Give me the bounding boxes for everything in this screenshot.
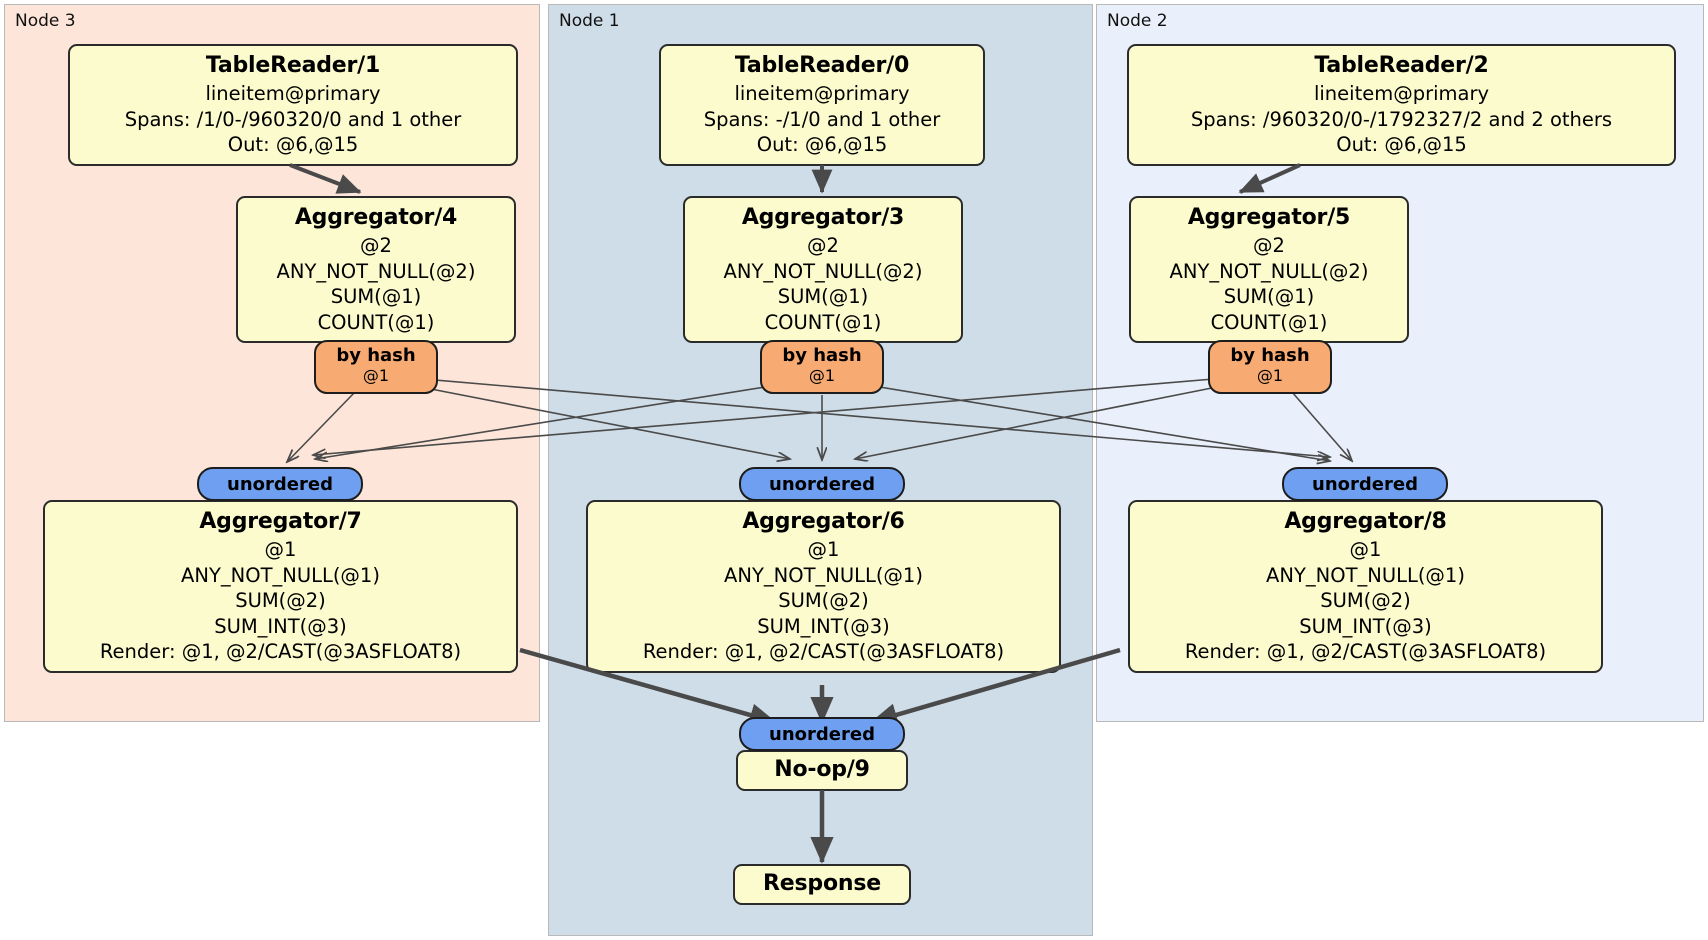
processor-aggregator-6[interactable]: Aggregator/6 @1 ANY_NOT_NULL(@1) SUM(@2)… bbox=[586, 500, 1061, 673]
processor-detail-line: @1 bbox=[264, 538, 297, 561]
router-pill-column: @1 bbox=[1256, 366, 1284, 385]
processor-detail-line: SUM(@1) bbox=[777, 285, 869, 308]
processor-detail-line: ANY_NOT_NULL(@2) bbox=[1169, 259, 1369, 283]
processor-detail-line: ANY_NOT_NULL(@1) bbox=[181, 563, 380, 587]
processor-aggregator-4[interactable]: Aggregator/4 @2 ANY_NOT_NULL(@2) SUM(@1)… bbox=[236, 196, 516, 343]
processor-detail-line: Out: @6,@15 bbox=[1336, 133, 1467, 156]
node-panel-label-node1: Node 1 bbox=[559, 11, 620, 31]
processor-detail-line: Spans: /960320/0-/1792327/2 and 2 others bbox=[1190, 107, 1613, 131]
processor-title: TableReader/2 bbox=[1314, 53, 1489, 78]
processor-detail-line: Spans: /1/0-/960320/0 and 1 other bbox=[124, 107, 462, 131]
processor-detail-line: Out: @6,@15 bbox=[756, 133, 888, 156]
synchronizer-pill-label: unordered bbox=[769, 723, 875, 745]
processor-tablereader-2[interactable]: TableReader/2 lineitem@primary Spans: /9… bbox=[1127, 44, 1676, 166]
router-pill-title: by hash bbox=[336, 345, 416, 366]
processor-detail-line: SUM(@2) bbox=[1320, 589, 1411, 612]
processor-detail-line: SUM(@1) bbox=[1223, 285, 1315, 308]
processor-detail-line: SUM_INT(@3) bbox=[757, 614, 890, 638]
processor-detail-line: SUM(@2) bbox=[778, 589, 869, 612]
processor-detail-line: lineitem@primary bbox=[734, 82, 910, 105]
processor-detail-line: lineitem@primary bbox=[1313, 82, 1490, 105]
processor-title: Aggregator/6 bbox=[742, 509, 905, 534]
router-pill-column: @1 bbox=[808, 366, 836, 385]
processor-detail-line: Render: @1, @2/CAST(@3ASFLOAT8) bbox=[99, 640, 462, 663]
processor-title: Aggregator/8 bbox=[1284, 509, 1447, 534]
processor-detail-line: ANY_NOT_NULL(@2) bbox=[276, 259, 476, 283]
processor-detail-line: @2 bbox=[360, 234, 392, 257]
processor-aggregator-7[interactable]: Aggregator/7 @1 ANY_NOT_NULL(@1) SUM(@2)… bbox=[43, 500, 518, 673]
processor-detail-line: Render: @1, @2/CAST(@3ASFLOAT8) bbox=[642, 640, 1005, 663]
processor-response[interactable]: Response bbox=[733, 864, 911, 905]
router-pill-by-hash-left[interactable]: by hash @1 bbox=[314, 340, 438, 394]
processor-title: Response bbox=[763, 871, 881, 896]
processor-detail-line: Render: @1, @2/CAST(@3ASFLOAT8) bbox=[1184, 640, 1547, 663]
processor-aggregator-3[interactable]: Aggregator/3 @2 ANY_NOT_NULL(@2) SUM(@1)… bbox=[683, 196, 963, 343]
processor-detail-line: COUNT(@1) bbox=[317, 310, 435, 334]
processor-title: TableReader/0 bbox=[734, 53, 910, 78]
processor-title: TableReader/1 bbox=[205, 53, 381, 78]
processor-detail-line: @2 bbox=[807, 234, 839, 257]
synchronizer-pill-unordered-right[interactable]: unordered bbox=[1282, 467, 1448, 501]
processor-title: Aggregator/5 bbox=[1187, 205, 1351, 230]
synchronizer-pill-unordered-center[interactable]: unordered bbox=[739, 467, 905, 501]
processor-detail-line: lineitem@primary bbox=[205, 82, 381, 105]
processor-detail-line: ANY_NOT_NULL(@2) bbox=[723, 259, 923, 283]
processor-detail-line: ANY_NOT_NULL(@1) bbox=[1266, 563, 1465, 587]
synchronizer-pill-label: unordered bbox=[769, 473, 875, 495]
processor-noop-9[interactable]: No-op/9 bbox=[736, 750, 908, 791]
processor-aggregator-5[interactable]: Aggregator/5 @2 ANY_NOT_NULL(@2) SUM(@1)… bbox=[1129, 196, 1409, 343]
processor-title: Aggregator/7 bbox=[199, 509, 362, 534]
synchronizer-pill-unordered-left[interactable]: unordered bbox=[197, 467, 363, 501]
processor-tablereader-0[interactable]: TableReader/0 lineitem@primary Spans: -/… bbox=[659, 44, 985, 166]
router-pill-title: by hash bbox=[1230, 345, 1310, 366]
node-panel-label-node3: Node 3 bbox=[15, 11, 76, 31]
processor-detail-line: @1 bbox=[1349, 538, 1382, 561]
processor-aggregator-8[interactable]: Aggregator/8 @1 ANY_NOT_NULL(@1) SUM(@2)… bbox=[1128, 500, 1603, 673]
processor-title: No-op/9 bbox=[774, 757, 870, 782]
processor-detail-line: @2 bbox=[1253, 234, 1285, 257]
processor-detail-line: COUNT(@1) bbox=[764, 310, 882, 334]
synchronizer-pill-label: unordered bbox=[227, 473, 333, 495]
processor-title: Aggregator/4 bbox=[294, 205, 458, 230]
processor-detail-line: ANY_NOT_NULL(@1) bbox=[724, 563, 923, 587]
router-pill-by-hash-right[interactable]: by hash @1 bbox=[1208, 340, 1332, 394]
processor-detail-line: COUNT(@1) bbox=[1210, 310, 1328, 334]
processor-title: Aggregator/3 bbox=[741, 205, 905, 230]
router-pill-column: @1 bbox=[362, 366, 390, 385]
router-pill-title: by hash bbox=[782, 345, 862, 366]
processor-detail-line: SUM(@2) bbox=[235, 589, 326, 612]
node-panel-label-node2: Node 2 bbox=[1107, 11, 1168, 31]
synchronizer-pill-unordered-final[interactable]: unordered bbox=[739, 717, 905, 751]
processor-detail-line: SUM_INT(@3) bbox=[214, 614, 347, 638]
processor-detail-line: Spans: -/1/0 and 1 other bbox=[703, 107, 941, 131]
processor-detail-line: SUM_INT(@3) bbox=[1299, 614, 1432, 638]
processor-detail-line: @1 bbox=[807, 538, 840, 561]
processor-detail-line: Out: @6,@15 bbox=[227, 133, 359, 156]
synchronizer-pill-label: unordered bbox=[1312, 473, 1418, 495]
router-pill-by-hash-center[interactable]: by hash @1 bbox=[760, 340, 884, 394]
processor-detail-line: SUM(@1) bbox=[330, 285, 422, 308]
